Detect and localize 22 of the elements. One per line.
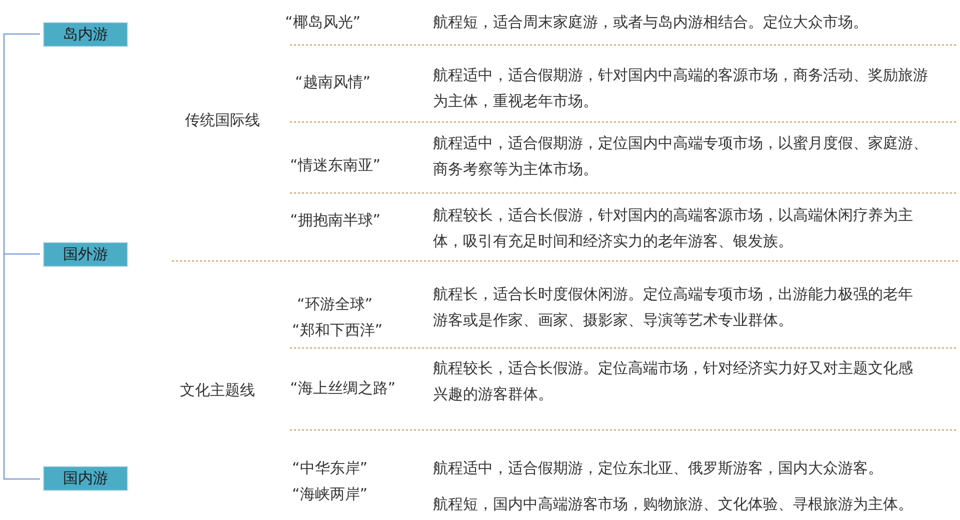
description-text: 航程适中，适合假期游，定位东北亚、俄罗斯游客，国内大众游客。 <box>433 458 884 479</box>
route-name: “拥抱南半球” <box>290 210 381 231</box>
category-box: 国内游 <box>43 466 128 491</box>
category-label: 传统国际线 <box>185 110 260 131</box>
route-name: “椰岛风光” <box>285 12 361 33</box>
category-label: 文化主题线 <box>180 380 255 401</box>
route-name: “环游全球” <box>297 294 373 315</box>
description-text: 航程短，适合周末家庭游，或者与岛内游相结合。定位大众市场。 <box>433 12 869 33</box>
route-name: “海峡两岸” <box>292 484 368 505</box>
description-text: 航程较长，适合长假游，针对国内的高端客源市场，以高端休闲疗养为主体，吸引有充足时间和经济实力的老年游客、银发族。 <box>433 205 914 252</box>
route-name: “中华东岸” <box>292 458 368 479</box>
description-text: 航程适中，适合假期游，定位国内中高端专项市场，以蜜月度假、家庭游、商务考察等为主体市场。 <box>433 133 929 180</box>
category-box: 岛内游 <box>43 22 128 47</box>
description-text: 航程较长，适合长假游。定位高端市场，针对经济实力好又对主题文化感兴趣的游客群体。 <box>433 358 914 405</box>
description-text: 航程短，国内中高端游客市场，购物旅游、文化体验、寻根旅游为主体。 <box>433 494 914 515</box>
route-name: “郑和下西洋” <box>292 320 383 341</box>
route-name: “越南风情” <box>295 72 371 93</box>
category-box: 国外游 <box>43 242 128 267</box>
description-text: 航程长，适合长时度假休闲游。定位高端专项市场，出游能力极强的老年游客或是作家、画家、摄影家、导演等艺术专业群体。 <box>433 284 914 331</box>
description-text: 航程适中，适合假期游，针对国内中高端的客源市场，商务活动、奖励旅游为主体，重视老年市场。 <box>433 65 929 112</box>
route-name: “情迷东南亚” <box>290 155 381 176</box>
route-name: “海上丝绸之路” <box>290 378 396 399</box>
